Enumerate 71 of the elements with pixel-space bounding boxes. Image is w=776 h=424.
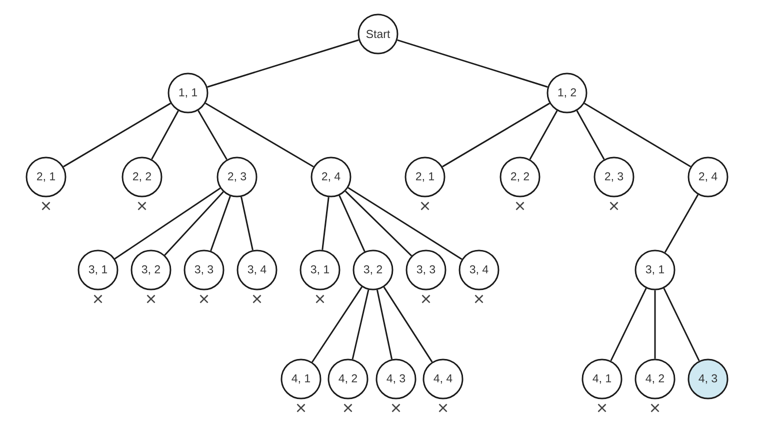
- branch-line: [584, 102, 691, 168]
- branch-line: [198, 110, 228, 160]
- branch-line: [383, 286, 433, 362]
- cross-mark: ×: [252, 294, 262, 304]
- tree-node: 4, 1: [582, 358, 622, 400]
- tree-node: 4, 2: [634, 358, 676, 400]
- branch-line: [664, 194, 699, 253]
- tree-node: 2, 3: [594, 156, 634, 198]
- cross-mark: ×: [392, 404, 400, 412]
- branch-line: [376, 290, 393, 360]
- tree-node: 2, 4: [688, 156, 728, 198]
- branch-line: [63, 102, 171, 168]
- tree-node: 3, 3: [406, 250, 446, 290]
- tree-node: Start: [358, 14, 398, 54]
- branch-line: [207, 39, 359, 88]
- tree-node: 2, 2: [122, 156, 162, 198]
- tree-node: 4, 3: [376, 358, 416, 400]
- tree-node: 3, 2: [352, 250, 394, 290]
- branch-line: [348, 187, 462, 260]
- cross-mark: ×: [296, 404, 306, 412]
- cross-mark: ×: [344, 404, 352, 412]
- cross-mark: ×: [650, 404, 660, 412]
- branch-line: [114, 188, 221, 260]
- branch-line: [610, 288, 647, 362]
- tree-node: 4, 1: [280, 358, 322, 400]
- tree-node: 4, 4: [422, 358, 464, 400]
- cross-mark: ×: [438, 404, 448, 412]
- tree-node: 2, 3: [216, 156, 258, 198]
- branch-line: [442, 102, 550, 168]
- tree-node: 1, 1: [168, 72, 208, 114]
- branch-line: [322, 197, 330, 250]
- cross-mark: ×: [200, 294, 208, 304]
- tree-node: 3, 1: [634, 250, 676, 290]
- branch-line: [205, 102, 314, 168]
- branch-line: [576, 110, 605, 160]
- branch-line: [240, 196, 254, 250]
- tree-node: 3, 1: [300, 250, 340, 290]
- tree-node: 2, 1: [404, 156, 446, 198]
- branch-line: [344, 190, 412, 256]
- cross-mark: ×: [316, 294, 324, 304]
- cross-mark: ×: [420, 202, 430, 210]
- cross-mark: ×: [146, 294, 156, 304]
- cross-mark: ×: [516, 202, 524, 210]
- branch-line: [338, 195, 366, 252]
- branch-line: [352, 290, 370, 360]
- cross-mark: ×: [598, 404, 606, 412]
- branch-line: [164, 191, 224, 256]
- cross-mark: ×: [422, 294, 430, 304]
- branch-line: [210, 196, 231, 252]
- cross-mark: ×: [474, 294, 484, 304]
- tree-node: 4, 3: [688, 358, 728, 400]
- branch-line: [654, 290, 656, 359]
- tree-node: 2, 2: [500, 156, 540, 198]
- tree-node: 3, 1: [78, 250, 118, 290]
- branch-line: [151, 110, 179, 160]
- tree-node: 4, 2: [328, 358, 368, 400]
- tree-node: 1, 2: [546, 72, 588, 114]
- tree-node: 3, 4: [458, 250, 500, 290]
- cross-mark: ×: [610, 202, 618, 210]
- tree-node: 3, 4: [236, 250, 278, 290]
- branch-line: [529, 110, 558, 160]
- tree-node: 2, 4: [310, 156, 352, 198]
- branch-line: [312, 286, 362, 363]
- cross-mark: ×: [138, 202, 146, 210]
- cross-mark: ×: [42, 202, 50, 210]
- tree-node: 3, 2: [130, 250, 172, 290]
- branch-line: [397, 39, 548, 88]
- tree-node: 3, 3: [184, 250, 224, 290]
- tree-node: 2, 1: [26, 156, 66, 198]
- cross-mark: ×: [94, 294, 102, 304]
- branch-line: [663, 288, 700, 362]
